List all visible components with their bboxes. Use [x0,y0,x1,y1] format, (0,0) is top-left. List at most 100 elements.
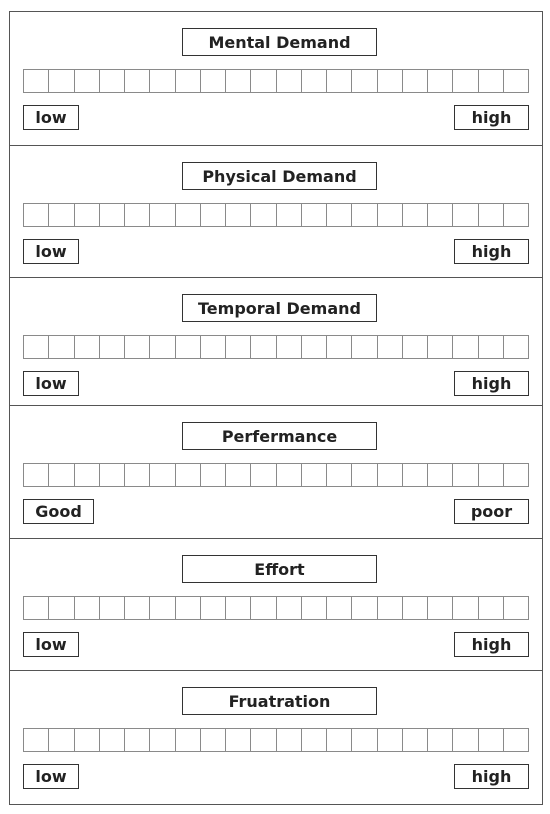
rating-cell[interactable] [251,336,277,358]
rating-cell[interactable] [24,597,50,619]
rating-cell[interactable] [175,70,201,92]
rating-cell[interactable] [150,204,176,226]
rating-cell[interactable] [226,597,252,619]
rating-cell[interactable] [175,336,201,358]
rating-cell[interactable] [377,464,403,486]
rating-cell[interactable] [74,729,100,751]
rating-cell[interactable] [478,204,504,226]
rating-cell[interactable] [352,336,378,358]
rating-cell[interactable] [99,70,125,92]
rating-cell[interactable] [377,336,403,358]
rating-cell[interactable] [276,336,302,358]
rating-cell[interactable] [478,70,504,92]
rating-cell[interactable] [327,729,353,751]
rating-cell[interactable] [150,464,176,486]
rating-cell[interactable] [125,70,151,92]
rating-cell[interactable] [327,336,353,358]
rating-cell[interactable] [226,204,252,226]
rating-cell[interactable] [327,70,353,92]
rating-cell[interactable] [74,336,100,358]
rating-cell[interactable] [402,597,428,619]
rating-cell[interactable] [478,336,504,358]
rating-cell[interactable] [200,204,226,226]
rating-cell[interactable] [200,464,226,486]
rating-cell[interactable] [377,204,403,226]
rating-cell[interactable] [49,70,75,92]
rating-cell[interactable] [276,597,302,619]
rating-cell[interactable] [226,70,252,92]
rating-cell[interactable] [99,204,125,226]
rating-cell[interactable] [352,204,378,226]
rating-cell[interactable] [251,204,277,226]
rating-cell[interactable] [377,729,403,751]
rating-cell[interactable] [352,729,378,751]
rating-cell[interactable] [200,597,226,619]
rating-cell[interactable] [24,336,50,358]
rating-cell[interactable] [478,729,504,751]
rating-cell[interactable] [125,204,151,226]
rating-cell[interactable] [200,70,226,92]
rating-cell[interactable] [276,204,302,226]
rating-cell[interactable] [226,336,252,358]
rating-cell[interactable] [402,464,428,486]
rating-cell[interactable] [175,204,201,226]
rating-cell[interactable] [150,336,176,358]
rating-cell[interactable] [377,597,403,619]
rating-cell[interactable] [301,204,327,226]
rating-cell[interactable] [74,597,100,619]
rating-cell[interactable] [428,729,454,751]
rating-cell[interactable] [276,464,302,486]
rating-cell[interactable] [453,204,479,226]
rating-cell[interactable] [74,464,100,486]
rating-cell[interactable] [503,597,528,619]
rating-cell[interactable] [276,729,302,751]
rating-cell[interactable] [150,729,176,751]
rating-cell[interactable] [453,597,479,619]
rating-cell[interactable] [301,336,327,358]
rating-cell[interactable] [125,336,151,358]
rating-cell[interactable] [74,70,100,92]
rating-cell[interactable] [428,204,454,226]
rating-cell[interactable] [99,729,125,751]
rating-cell[interactable] [503,70,528,92]
rating-cell[interactable] [402,336,428,358]
rating-cell[interactable] [150,597,176,619]
rating-cell[interactable] [428,70,454,92]
rating-cell[interactable] [251,464,277,486]
rating-cell[interactable] [99,336,125,358]
rating-cell[interactable] [478,597,504,619]
rating-cell[interactable] [301,729,327,751]
rating-cell[interactable] [24,204,50,226]
rating-cell[interactable] [402,204,428,226]
rating-cell[interactable] [200,336,226,358]
rating-cell[interactable] [175,597,201,619]
rating-cell[interactable] [251,597,277,619]
rating-cell[interactable] [453,464,479,486]
rating-cell[interactable] [301,70,327,92]
rating-cell[interactable] [226,729,252,751]
rating-cell[interactable] [503,464,528,486]
rating-cell[interactable] [276,70,302,92]
rating-cell[interactable] [125,464,151,486]
rating-cell[interactable] [49,464,75,486]
rating-cell[interactable] [327,464,353,486]
rating-cell[interactable] [503,729,528,751]
rating-cell[interactable] [49,204,75,226]
rating-cell[interactable] [175,729,201,751]
rating-cell[interactable] [428,464,454,486]
rating-cell[interactable] [327,204,353,226]
rating-cell[interactable] [377,70,403,92]
rating-cell[interactable] [150,70,176,92]
rating-cell[interactable] [503,336,528,358]
rating-cell[interactable] [402,70,428,92]
rating-cell[interactable] [478,464,504,486]
rating-cell[interactable] [125,729,151,751]
rating-cell[interactable] [200,729,226,751]
rating-cell[interactable] [428,597,454,619]
rating-cell[interactable] [49,336,75,358]
rating-cell[interactable] [402,729,428,751]
rating-cell[interactable] [327,597,353,619]
rating-cell[interactable] [226,464,252,486]
rating-cell[interactable] [301,597,327,619]
rating-cell[interactable] [125,597,151,619]
